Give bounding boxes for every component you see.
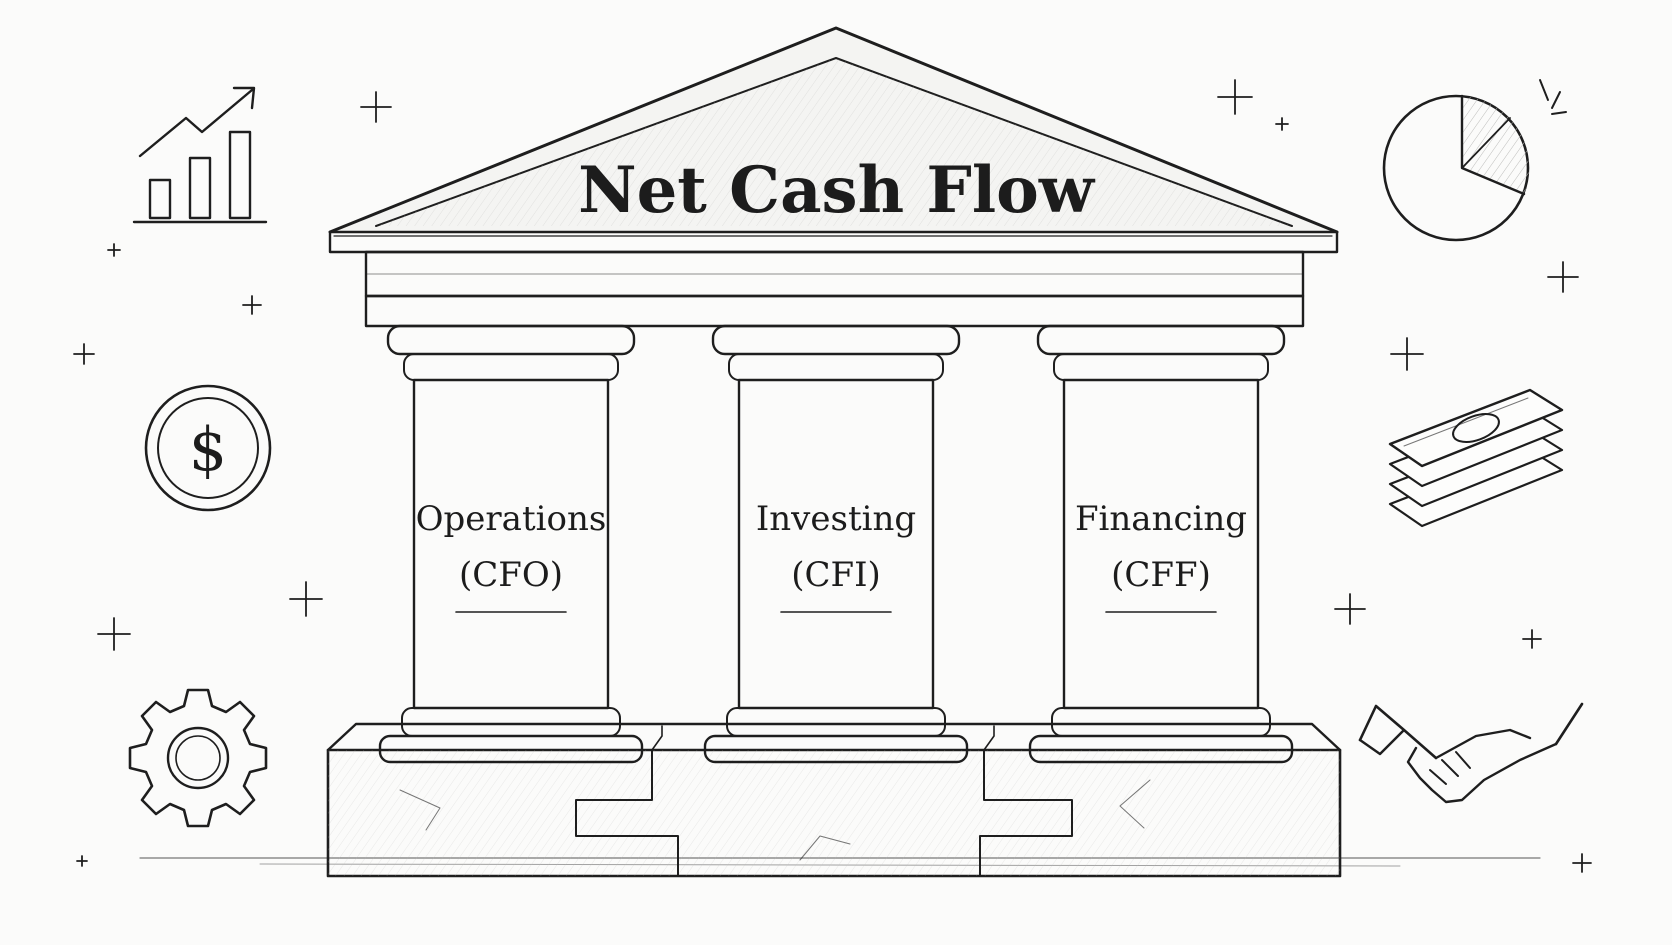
gear-icon (128, 688, 268, 828)
pillar-operations (378, 324, 644, 764)
stone-base (326, 722, 1342, 878)
pillar-abbr-operations: (CFO) (459, 555, 563, 595)
pillar-financing (1028, 324, 1294, 764)
dollar-coin-icon: $ (144, 384, 272, 512)
pillar-label-operations: Operations (416, 499, 607, 539)
pie-chart-icon (1382, 79, 1567, 242)
entablature (364, 250, 1305, 328)
sparkle-decorations (73, 79, 1592, 873)
pillar-label-investing: Investing (756, 499, 916, 539)
pillar-abbr-financing: (CFF) (1111, 555, 1211, 595)
cash-stack-icon (1388, 388, 1564, 528)
handshake-icon (1358, 702, 1584, 804)
pillar-abbr-investing: (CFI) (791, 555, 881, 595)
diagram-title: Net Cash Flow (578, 153, 1096, 228)
pillar-label-financing: Financing (1075, 499, 1247, 539)
roof-pediment (328, 26, 1339, 254)
pillar-investing (703, 324, 969, 764)
bar-chart-trend-icon (132, 86, 268, 224)
svg-text:$: $ (189, 415, 227, 485)
